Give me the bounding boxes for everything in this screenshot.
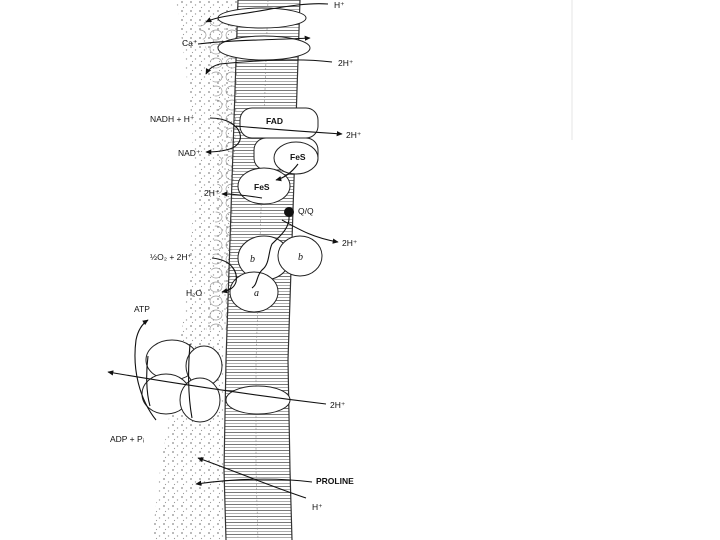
two-h-upper-label: 2H⁺ <box>338 58 354 68</box>
half-o2-label: ½O₂ + 2H⁺ <box>150 252 193 262</box>
two-h-q-label: 2H⁺ <box>204 188 220 198</box>
adp-label: ADP + Pᵢ <box>110 434 144 444</box>
quinone-dot <box>284 207 294 217</box>
nad-label: NAD⁺ <box>178 148 201 158</box>
two-h-nadh-label: 2H⁺ <box>346 130 362 140</box>
fad-label: FAD <box>266 116 283 126</box>
proline-label: PROLINE <box>316 476 354 486</box>
h-bottom-label: H⁺ <box>312 502 323 512</box>
h2o-label: H₂O <box>186 288 202 298</box>
fes-lower-label: FeS <box>254 182 270 192</box>
q-label: Q/Q <box>298 206 314 216</box>
two-h-atp-label: 2H⁺ <box>330 400 346 410</box>
nadh-label: NADH + H⁺ <box>150 114 195 124</box>
cytochrome-complex: b b a <box>230 236 322 312</box>
atp-label: ATP <box>134 304 150 314</box>
cyt-b-left-label: b <box>250 254 255 265</box>
cyt-a-label: a <box>254 288 259 299</box>
fes-upper-label: FeS <box>290 152 306 162</box>
cyt-b-right-label: b <box>298 252 303 263</box>
h-top-label: H⁺ <box>334 0 345 10</box>
ca-label: Ca⁺ <box>182 38 198 48</box>
two-h-cyt-label: 2H⁺ <box>342 238 358 248</box>
